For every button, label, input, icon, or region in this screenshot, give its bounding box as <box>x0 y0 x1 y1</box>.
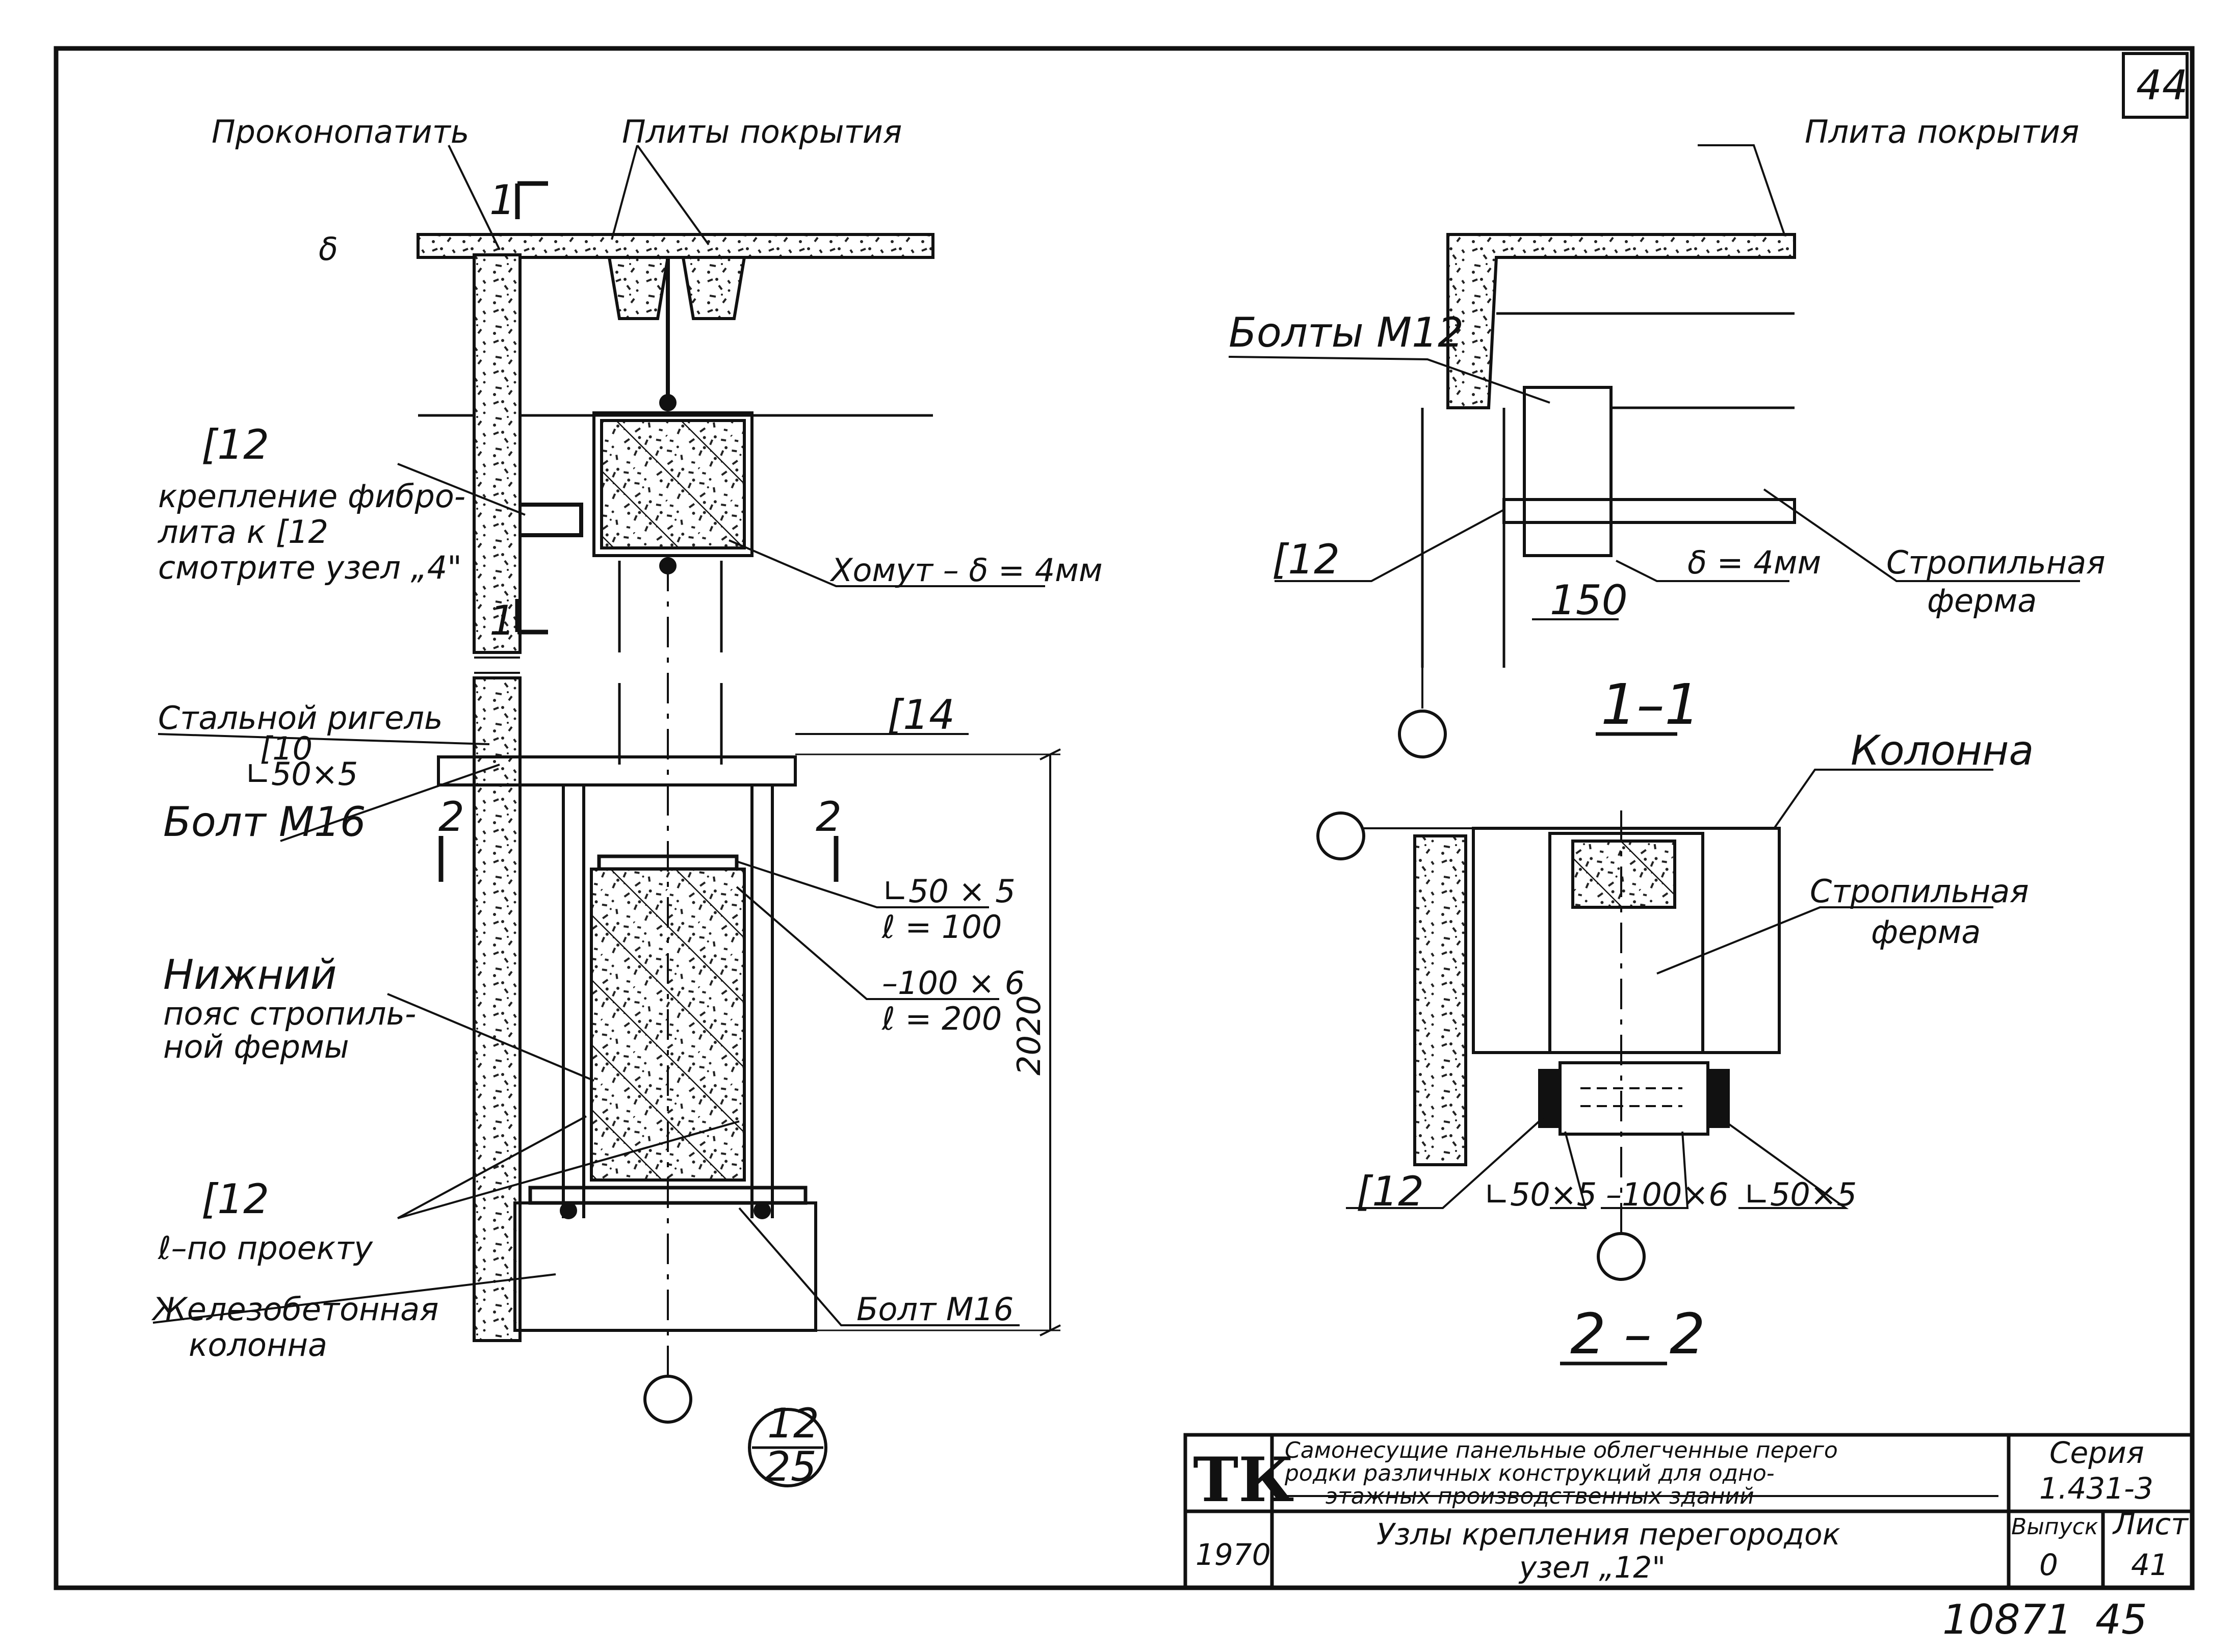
title-block-year: 1970 <box>1196 1537 1271 1572</box>
label-delta: δ <box>319 230 338 268</box>
description-line-2: родки различных конструкций для одно- <box>1284 1460 1775 1486</box>
series-label: Серия <box>2049 1435 2144 1470</box>
label-fibrolite-fixing-3: смотрите узел „4" <box>158 549 462 586</box>
drawing-title-2: узел „12" <box>1518 1550 1666 1585</box>
label-plate-2-2: –100×6 <box>1606 1176 1729 1213</box>
label-lower-chord-2: пояс стропиль- <box>163 995 416 1032</box>
label-angle-50x5: ∟50 × 5 <box>882 873 1016 910</box>
label-steel-girder: Стальной ригель <box>158 699 443 737</box>
label-bolts-m12: Болты М12 <box>1229 309 1464 356</box>
label-fibrolite-fixing-2: лита к [12 <box>158 513 328 550</box>
description-line-1: Самонесущие панельные облегченные перего <box>1285 1437 1838 1463</box>
label-channel-c14: [14 <box>887 691 955 739</box>
break-mark-right: 2 <box>816 793 842 841</box>
label-by-project: ℓ–по проекту <box>158 1229 373 1267</box>
title-block-text: ТК 1970 Самонесущие панельные облегченны… <box>1193 1435 2189 1585</box>
channel-c12-1-1 <box>1502 498 1796 524</box>
sheet-label: Лист <box>2112 1507 2189 1541</box>
section-1-1-drawing <box>1228 144 2080 758</box>
label-angle-len: ℓ = 100 <box>881 908 1002 946</box>
label-lower-chord-1: Нижний <box>163 951 337 999</box>
axis-bubble-main <box>643 1375 692 1424</box>
fibrolite-panel-2-2 <box>1413 834 1467 1166</box>
label-truss-1-1-2: ферма <box>1927 582 2037 619</box>
axis-bubble-2-2-bottom <box>1597 1232 1646 1281</box>
label-channel-c12-bottom: [12 <box>201 1175 269 1223</box>
roof-slab-rib-right <box>681 256 746 320</box>
label-channel-c12-2-2: [12 <box>1356 1168 1424 1215</box>
label-plate-len: ℓ = 200 <box>881 1000 1002 1037</box>
series-value: 1.431-3 <box>2039 1471 2153 1506</box>
channel-c12-bracket <box>520 503 583 537</box>
rc-column-base <box>513 1201 817 1332</box>
description-line-3: этажных производственных зданий <box>1326 1483 1754 1509</box>
roof-slab-rib-left <box>607 256 670 320</box>
title-block <box>1183 1433 2194 1590</box>
label-girder-profile-1: [10 <box>260 730 313 767</box>
label-dim-150: 150 <box>1550 576 1628 624</box>
label-lower-chord-3: ной фермы <box>163 1028 349 1065</box>
inventory-number: 10871 <box>1942 1596 2072 1643</box>
section-mark-1-bottom: 1 <box>489 597 515 644</box>
lower-chord-2-2 <box>1571 840 1676 909</box>
label-truss-1-1-1: Стропильная <box>1886 544 2106 581</box>
main-node-labels: Проконопатить Плиты покрытия δ 1 1 [12 к… <box>151 113 1103 1490</box>
label-caulk: Проконопатить <box>212 113 469 150</box>
connection-2-2 <box>1558 1061 1709 1136</box>
label-roof-slab-1-1: Плита покрытия <box>1805 113 2079 150</box>
label-clamp: Хомут – δ = 4мм <box>829 552 1103 589</box>
label-fibrolite-fixing-1: крепление фибро- <box>158 478 465 515</box>
label-truss-2-2-1: Стропильная <box>1810 873 2029 910</box>
section-1-1-labels: Плита покрытия Болты М12 [12 δ = 4мм 150… <box>1229 113 2106 737</box>
label-delta-1-1: δ = 4мм <box>1687 544 1821 581</box>
label-rc-column-2: колонна <box>189 1326 327 1363</box>
label-bolt-m16-bottom: Болт М16 <box>856 1291 1014 1328</box>
footer: 10871 45 <box>1942 1596 2147 1643</box>
label-girder-profile-2: ∟50×5 <box>245 755 358 793</box>
truss-1-1 <box>1523 386 1613 557</box>
truss-chord-top <box>600 419 746 549</box>
fibrolite-panel-upper <box>473 253 522 654</box>
axis-bubble-1-1 <box>1398 710 1447 758</box>
roof-slab-1-1 <box>1446 233 1796 409</box>
section-2-2-labels: Колонна Стропильная ферма [12 ∟50×5 –100… <box>1356 727 2034 1367</box>
sheet-corner-number: 44 <box>2136 62 2188 109</box>
label-angle-right-2-2: ∟50×5 <box>1744 1176 1857 1213</box>
section-title-1-1: 1–1 <box>1601 672 1700 737</box>
sheet-value: 41 <box>2131 1548 2169 1582</box>
label-plate-100x6: –100 × 6 <box>882 964 1025 1002</box>
fibrolite-panel-lower <box>473 676 522 1342</box>
axis-bubble-2-2-left <box>1316 811 1365 860</box>
break-mark-left: 2 <box>438 793 464 841</box>
label-bolt-m16-top: Болт М16 <box>163 798 366 846</box>
page-number: 45 <box>2095 1596 2147 1643</box>
steel-girder-c14 <box>437 755 797 786</box>
label-roof-slabs: Плиты покрытия <box>622 113 902 150</box>
label-truss-2-2-2: ферма <box>1871 913 1981 951</box>
section-2-2-drawing <box>1316 769 1993 1366</box>
drawing-title-1: Узлы крепления перегородок <box>1376 1517 1840 1552</box>
label-channel-c12-1-1: [12 <box>1272 536 1340 583</box>
label-column-2-2: Колонна <box>1851 727 2034 774</box>
section-mark-1-top: 1 <box>489 176 515 224</box>
sheet-frame: 44 <box>54 46 2195 1590</box>
node-ref-top: 12 <box>767 1400 819 1447</box>
issue-label: Выпуск <box>2011 1514 2098 1540</box>
truss-2-2 <box>1548 832 1704 1054</box>
label-rc-column-1: Железобетонная <box>151 1291 438 1328</box>
main-node-drawing <box>152 144 1061 1487</box>
clamp-box <box>592 411 754 557</box>
label-dim-2020: 2020 <box>1010 995 1048 1076</box>
node-ref-circle <box>748 1408 827 1487</box>
label-angle-left-2-2: ∟50×5 <box>1484 1176 1597 1213</box>
label-channel-c12-top: [12 <box>201 421 269 468</box>
issue-value: 0 <box>2039 1548 2058 1582</box>
section-title-2-2: 2 – 2 <box>1570 1301 1705 1367</box>
node-ref-bottom: 25 <box>765 1443 817 1490</box>
logo-tk: ТК <box>1193 1444 1294 1516</box>
